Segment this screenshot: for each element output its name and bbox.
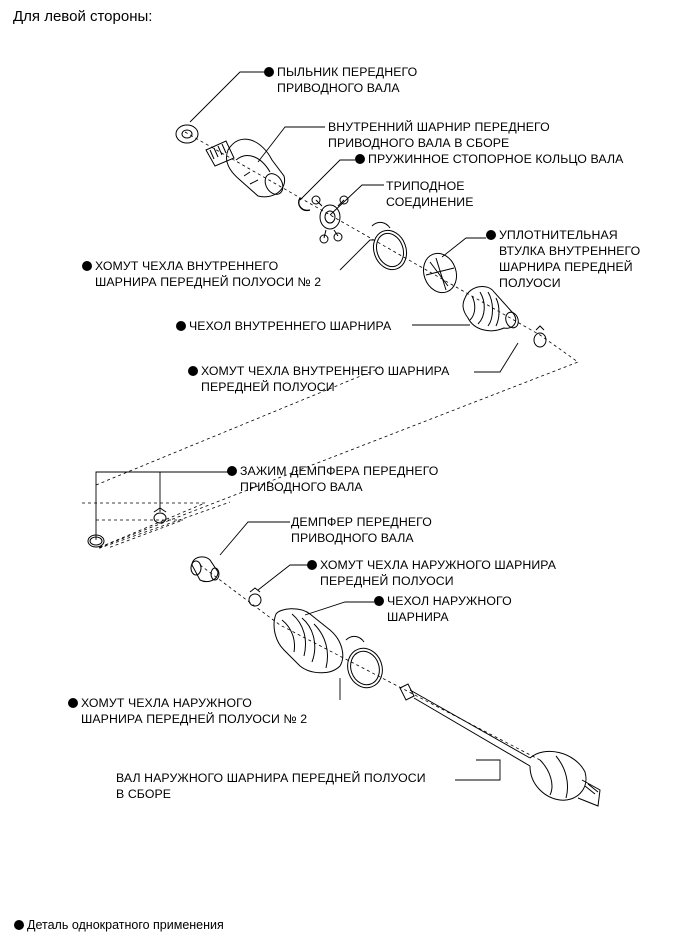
leader-lines xyxy=(95,71,519,781)
inner-boot-seal-part xyxy=(422,252,458,294)
label-inner-boot: ЧЕХОЛ ВНУТРЕННЕГО ШАРНИРА xyxy=(176,318,391,334)
label-outer-boot: ЧЕХОЛ НАРУЖНОГО ШАРНИРА xyxy=(374,593,512,625)
single-use-dot-icon xyxy=(486,230,496,240)
label-outer-clamp: ХОМУТ ЧЕХЛА НАРУЖНОГО ШАРНИРА ПЕРЕДНЕЙ П… xyxy=(307,557,556,589)
single-use-dot-icon xyxy=(374,596,384,606)
inner-joint-part xyxy=(205,138,286,198)
single-use-dot-icon xyxy=(227,466,237,476)
single-use-dot-icon xyxy=(68,698,78,708)
inner-clamp-2-part xyxy=(371,221,408,271)
inner-boot-part xyxy=(462,286,519,332)
outer-clamp-2-part xyxy=(345,635,383,689)
legend-text: Деталь однократного применения xyxy=(27,918,224,932)
single-use-dot-icon xyxy=(307,560,317,570)
single-use-dot-icon xyxy=(14,920,24,930)
label-dust-seal: ПЫЛЬНИК ПЕРЕДНЕГО ПРИВОДНОГО ВАЛА xyxy=(264,64,417,96)
snap-ring-part xyxy=(298,197,311,212)
single-use-dot-icon xyxy=(264,67,274,77)
label-outer-shaft: ВАЛ НАРУЖНОГО ШАРНИРА ПЕРЕДНЕЙ ПОЛУОСИ В… xyxy=(116,771,426,801)
damper-clip-left-part xyxy=(87,534,105,548)
label-damper: ДЕМПФЕР ПЕРЕДНЕГО ПРИВОДНОГО ВАЛА xyxy=(291,515,432,545)
label-inner-joint: ВНУТРЕННИЙ ШАРНИР ПЕРЕДНЕГО ПРИВОДНОГО В… xyxy=(328,120,550,150)
label-outer-clamp-2: ХОМУТ ЧЕХЛА НАРУЖНОГО ШАРНИРА ПЕРЕДНЕЙ П… xyxy=(68,695,307,727)
label-inner-clamp: ХОМУТ ЧЕХЛА ВНУТРЕННЕГО ШАРНИРА ПЕРЕДНЕЙ… xyxy=(188,363,449,395)
single-use-dot-icon xyxy=(82,261,92,271)
single-use-dot-icon xyxy=(355,154,365,164)
outer-boot-part xyxy=(273,608,344,674)
tripod-part xyxy=(311,195,349,244)
outer-clamp-part xyxy=(248,587,262,607)
label-inner-clamp-2: ХОМУТ ЧЕХЛА ВНУТРЕННЕГО ШАРНИРА ПЕРЕДНЕЙ… xyxy=(82,258,321,290)
label-snap-ring: ПРУЖИННОЕ СТОПОРНОЕ КОЛЬЦО ВАЛА xyxy=(355,151,623,167)
dust-seal-part xyxy=(175,124,199,144)
label-inner-boot-seal: УПЛОТНИТЕЛЬНАЯ ВТУЛКА ВНУТРЕННЕГО ШАРНИР… xyxy=(486,227,640,291)
label-tripod: ТРИПОДНОЕ СОЕДИНЕНИЕ xyxy=(386,179,474,209)
single-use-dot-icon xyxy=(176,321,186,331)
outer-shaft-part xyxy=(399,683,601,807)
damper-part xyxy=(190,556,220,583)
label-damper-clip: ЗАЖИМ ДЕМПФЕРА ПЕРЕДНЕГО ПРИВОДНОГО ВАЛА xyxy=(227,463,438,495)
damper-clip-right-part xyxy=(153,507,167,524)
legend: Деталь однократного применения xyxy=(14,918,224,932)
single-use-dot-icon xyxy=(188,366,198,376)
page-title: Для левой стороны: xyxy=(13,8,153,25)
inner-clamp-part xyxy=(533,325,547,348)
